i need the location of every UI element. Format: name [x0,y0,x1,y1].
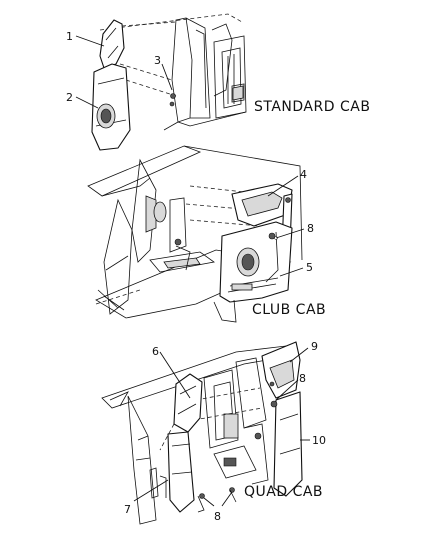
quad-cab-view [101,341,303,525]
callout-10: 10 [312,434,326,447]
callout-5: 5 [306,261,313,274]
callout-8-club: 8 [307,222,314,235]
standard-cab-view [91,13,247,151]
callout-8-quad-bottom: 8 [214,510,221,523]
callout-6: 6 [152,345,159,358]
leader-lines [75,35,310,507]
callout-8-quad-top: 8 [299,372,306,385]
callout-2: 2 [66,91,73,104]
callout-1: 1 [66,30,73,43]
callout-9: 9 [311,340,318,353]
callout-4: 4 [300,168,307,181]
callout-3: 3 [154,54,161,67]
callout-7: 7 [124,503,131,516]
callout-numbers: 1 2 3 4 8 5 6 9 8 10 7 8 [66,30,326,523]
label-club-cab: CLUB CAB [252,302,326,318]
label-standard-cab: STANDARD CAB [254,99,370,115]
label-quad-cab: QUAD CAB [244,484,323,500]
club-cab-view [87,145,303,323]
